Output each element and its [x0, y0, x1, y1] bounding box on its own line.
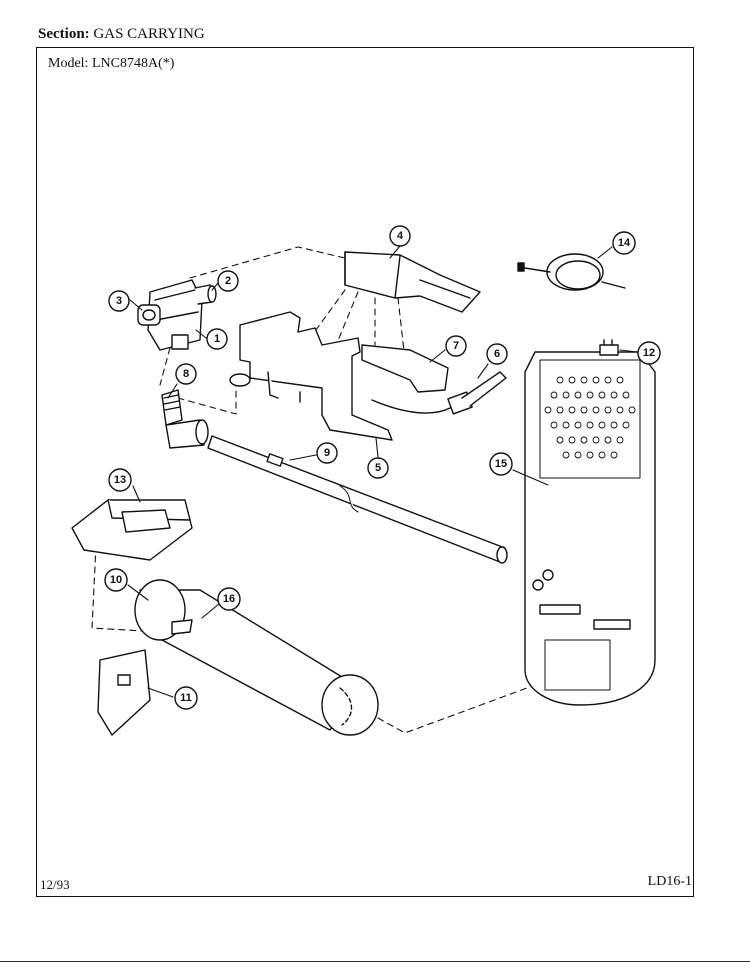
svg-text:3: 3	[116, 295, 122, 307]
wire-harness	[517, 253, 626, 291]
callout-12: 12	[637, 341, 661, 365]
page-bottom-rule	[0, 961, 750, 962]
svg-text:15: 15	[495, 458, 507, 470]
callout-15: 15	[489, 452, 513, 476]
callout-13: 13	[108, 468, 132, 492]
svg-text:6: 6	[494, 348, 500, 360]
gas-valve	[137, 279, 217, 351]
dashed-assembly-lines	[91, 246, 536, 734]
sensor-bracket	[71, 499, 193, 561]
callout-4: 4	[389, 225, 411, 247]
svg-text:5: 5	[375, 462, 381, 474]
igniter-bracket	[344, 251, 481, 313]
section-value: GAS CARRYING	[93, 26, 205, 42]
valve-fitting	[161, 389, 209, 449]
svg-text:11: 11	[180, 692, 192, 704]
svg-text:9: 9	[324, 447, 330, 459]
callout-14: 14	[612, 231, 636, 255]
callout-3: 3	[108, 290, 130, 312]
svg-text:13: 13	[114, 474, 126, 486]
callout-11: 11	[174, 686, 198, 710]
svg-text:7: 7	[453, 340, 459, 352]
igniter	[371, 371, 507, 415]
svg-text:2: 2	[225, 275, 231, 287]
callout-7: 7	[445, 335, 467, 357]
svg-text:8: 8	[183, 368, 189, 380]
model-value: LNC8748A(*)	[91, 56, 175, 71]
callout-2: 2	[217, 270, 239, 292]
callout-10: 10	[104, 568, 128, 592]
svg-text:4: 4	[397, 230, 404, 242]
svg-text:10: 10	[110, 574, 122, 586]
callout-8: 8	[175, 363, 197, 385]
callout-6: 6	[486, 343, 508, 365]
svg-text:16: 16	[223, 593, 235, 605]
callout-16: 16	[217, 587, 241, 611]
callout-markers: 4 2 3 1 7 6 8 9 5 13 15 12 14 10 16 11	[104, 225, 661, 710]
section-title: Section: GAS CARRYING	[38, 26, 205, 43]
diagram-frame	[36, 47, 694, 897]
chamber-bracket	[97, 649, 151, 736]
page-code: LD16-1	[647, 874, 692, 889]
callout-1: 1	[206, 328, 228, 350]
svg-text:14: 14	[618, 237, 631, 249]
model-title: Model: LNC8748A(*)	[48, 56, 174, 72]
thermostat	[599, 339, 619, 356]
svg-text:12: 12	[643, 347, 655, 359]
burner-tube	[207, 435, 508, 564]
callout-leaders	[127, 245, 638, 698]
callout-5: 5	[367, 457, 389, 479]
section-label: Section:	[38, 26, 90, 42]
mounting-plate	[361, 344, 449, 393]
vent-holes	[544, 376, 636, 459]
combustion-chamber	[134, 579, 379, 736]
callout-9: 9	[316, 442, 338, 464]
revision-date: 12/93	[40, 877, 70, 892]
model-label: Model:	[48, 56, 89, 71]
burner-bracket	[229, 311, 393, 441]
svg-text:1: 1	[214, 333, 220, 345]
heater-housing	[524, 351, 656, 706]
